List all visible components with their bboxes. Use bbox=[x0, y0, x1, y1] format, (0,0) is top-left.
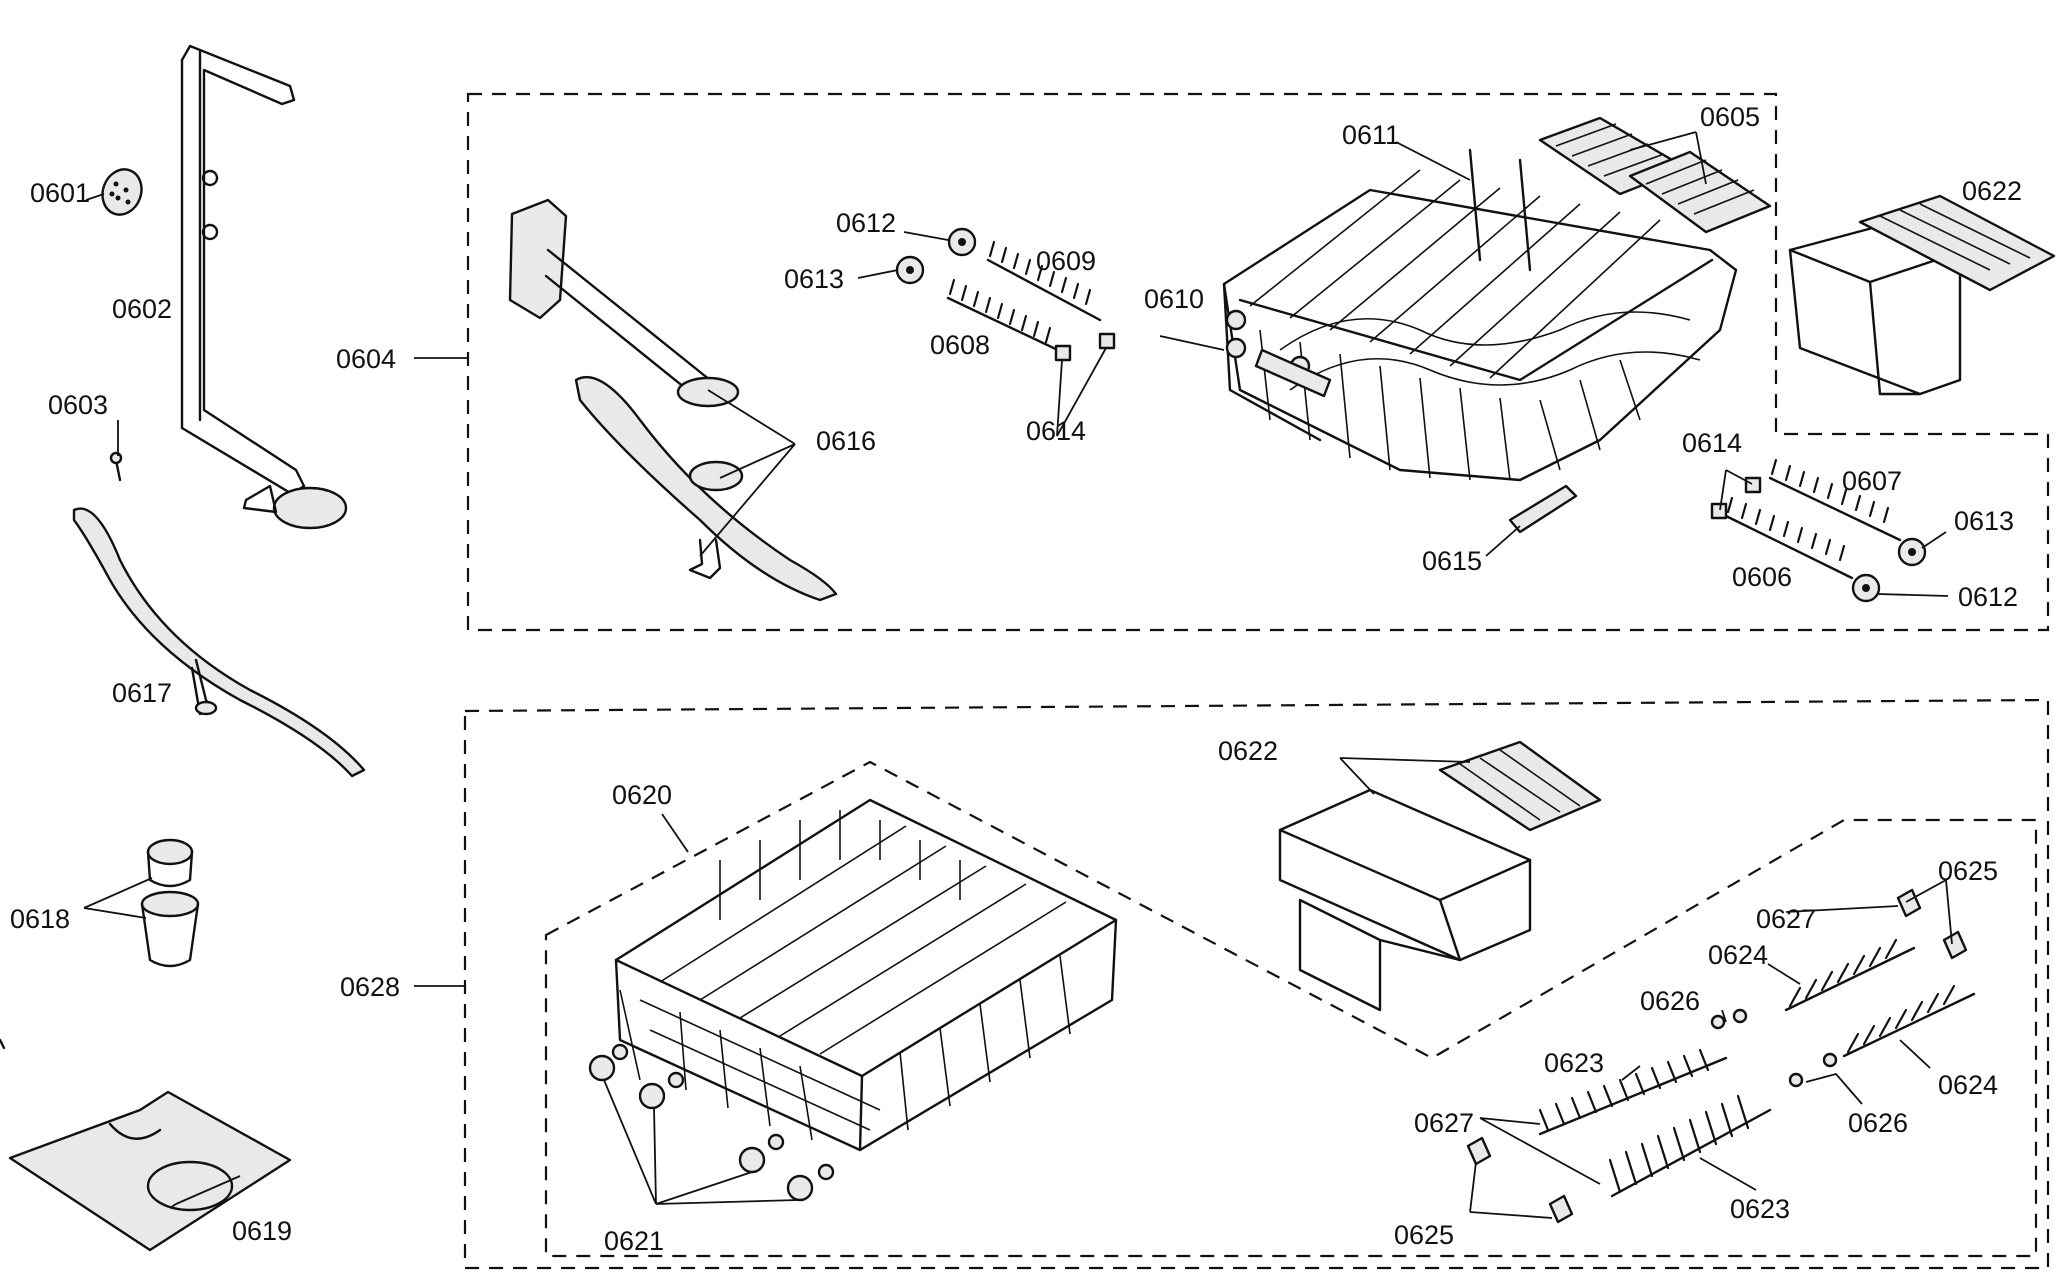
callout-0627-lower: 0627 bbox=[1414, 1108, 1474, 1138]
part-0618-filter-icon bbox=[140, 838, 200, 968]
callout-0613-right: 0613 bbox=[1954, 506, 2014, 536]
part-0621-wheel-icons bbox=[588, 1043, 835, 1202]
callout-0625-lower: 0625 bbox=[1394, 1220, 1454, 1250]
callout-0609: 0609 bbox=[1036, 246, 1096, 276]
callout-0606: 0606 bbox=[1732, 562, 1792, 592]
callout-0601: 0601 bbox=[30, 178, 90, 208]
callout-0619: 0619 bbox=[232, 1216, 292, 1246]
part-0614-clip-right-icon bbox=[1710, 476, 1762, 520]
part-0603-screw-icon bbox=[109, 451, 123, 482]
part-0619-sump-cover-icon bbox=[0, 1038, 292, 1252]
callout-0623-lower: 0623 bbox=[1730, 1194, 1790, 1224]
part-0622-cutlery-basket-lower-icon bbox=[1278, 740, 1602, 1012]
callout-0614-upper: 0614 bbox=[1026, 416, 1086, 446]
part-0624-tine-row-icon bbox=[1784, 938, 1976, 1058]
part-0613-wheel-icon bbox=[895, 255, 925, 285]
callout-0611: 0611 bbox=[1342, 120, 1400, 150]
callout-0614-right: 0614 bbox=[1682, 428, 1742, 458]
callout-0604: 0604 bbox=[336, 344, 396, 374]
part-0616-upper-spray-arm-icon bbox=[508, 198, 838, 602]
callout-0612-upper: 0612 bbox=[836, 208, 896, 238]
callout-0612-right: 0612 bbox=[1958, 582, 2018, 612]
part-0617-lower-spray-arm-icon bbox=[72, 507, 366, 778]
part-0623-tine-row-icon bbox=[1538, 1048, 1772, 1198]
callout-0613-upper: 0613 bbox=[784, 264, 844, 294]
part-0612-wheel-icon bbox=[947, 227, 977, 257]
lower-rack-inner-boundary bbox=[544, 760, 2038, 1258]
part-0605-cup-shelf-icon bbox=[1538, 116, 1772, 234]
callout-0610: 0610 bbox=[1144, 284, 1204, 314]
callout-0602: 0602 bbox=[112, 294, 172, 324]
part-0614-clip-icon bbox=[1054, 332, 1116, 362]
callout-0617: 0617 bbox=[112, 678, 172, 708]
part-0608-tine-rail-icon bbox=[946, 278, 1064, 354]
callout-0623-upper: 0623 bbox=[1544, 1048, 1604, 1078]
part-0613-wheel-right-icon bbox=[1897, 537, 1927, 567]
callout-0626-upper: 0626 bbox=[1640, 986, 1700, 1016]
callout-labels: 0601 0602 0603 0604 0605 0606 0607 0608 … bbox=[10, 102, 2022, 1256]
part-0606-tine-rail-icon bbox=[1724, 496, 1854, 580]
callout-0624-lower: 0624 bbox=[1938, 1070, 1998, 1100]
callout-0603: 0603 bbox=[48, 390, 108, 420]
callout-0608: 0608 bbox=[930, 330, 990, 360]
callout-0625-upper: 0625 bbox=[1938, 856, 1998, 886]
part-0620-lower-rack-icon bbox=[614, 798, 1118, 1152]
callout-0628: 0628 bbox=[340, 972, 400, 1002]
callout-0624-upper: 0624 bbox=[1708, 940, 1768, 970]
part-0626-clip-icons bbox=[1710, 1008, 1838, 1088]
callout-0622-lower: 0622 bbox=[1218, 736, 1278, 766]
part-0615-rail-cover-icon bbox=[1508, 484, 1578, 534]
callout-0620: 0620 bbox=[612, 780, 672, 810]
part-0612-wheel-right-icon bbox=[1851, 573, 1881, 603]
upper-rack-group-boundary bbox=[466, 92, 2050, 632]
leader-lines bbox=[83, 131, 1953, 1219]
part-0622-cutlery-basket-upper-icon bbox=[1788, 194, 2056, 396]
callout-0622-upper: 0622 bbox=[1962, 176, 2022, 206]
callout-0626-lower: 0626 bbox=[1848, 1108, 1908, 1138]
callout-0607: 0607 bbox=[1842, 466, 1902, 496]
part-0602-supply-pipe-icon bbox=[180, 44, 348, 530]
callout-0616: 0616 bbox=[816, 426, 876, 456]
callout-0621: 0621 bbox=[604, 1226, 664, 1256]
callout-0605: 0605 bbox=[1700, 102, 1760, 132]
part-0625-hinge-icons bbox=[1466, 888, 1968, 1224]
part-0607-tine-rail-icon bbox=[1768, 458, 1902, 542]
part-0601-screen-icon bbox=[101, 168, 143, 216]
upper-rack-icon bbox=[1222, 148, 1738, 482]
callout-0627-upper: 0627 bbox=[1756, 904, 1816, 934]
part-0609-tine-rail-icon bbox=[986, 240, 1102, 322]
callout-0615: 0615 bbox=[1422, 546, 1482, 576]
lower-rack-group-boundary bbox=[463, 698, 2050, 1270]
callout-0618: 0618 bbox=[10, 904, 70, 934]
